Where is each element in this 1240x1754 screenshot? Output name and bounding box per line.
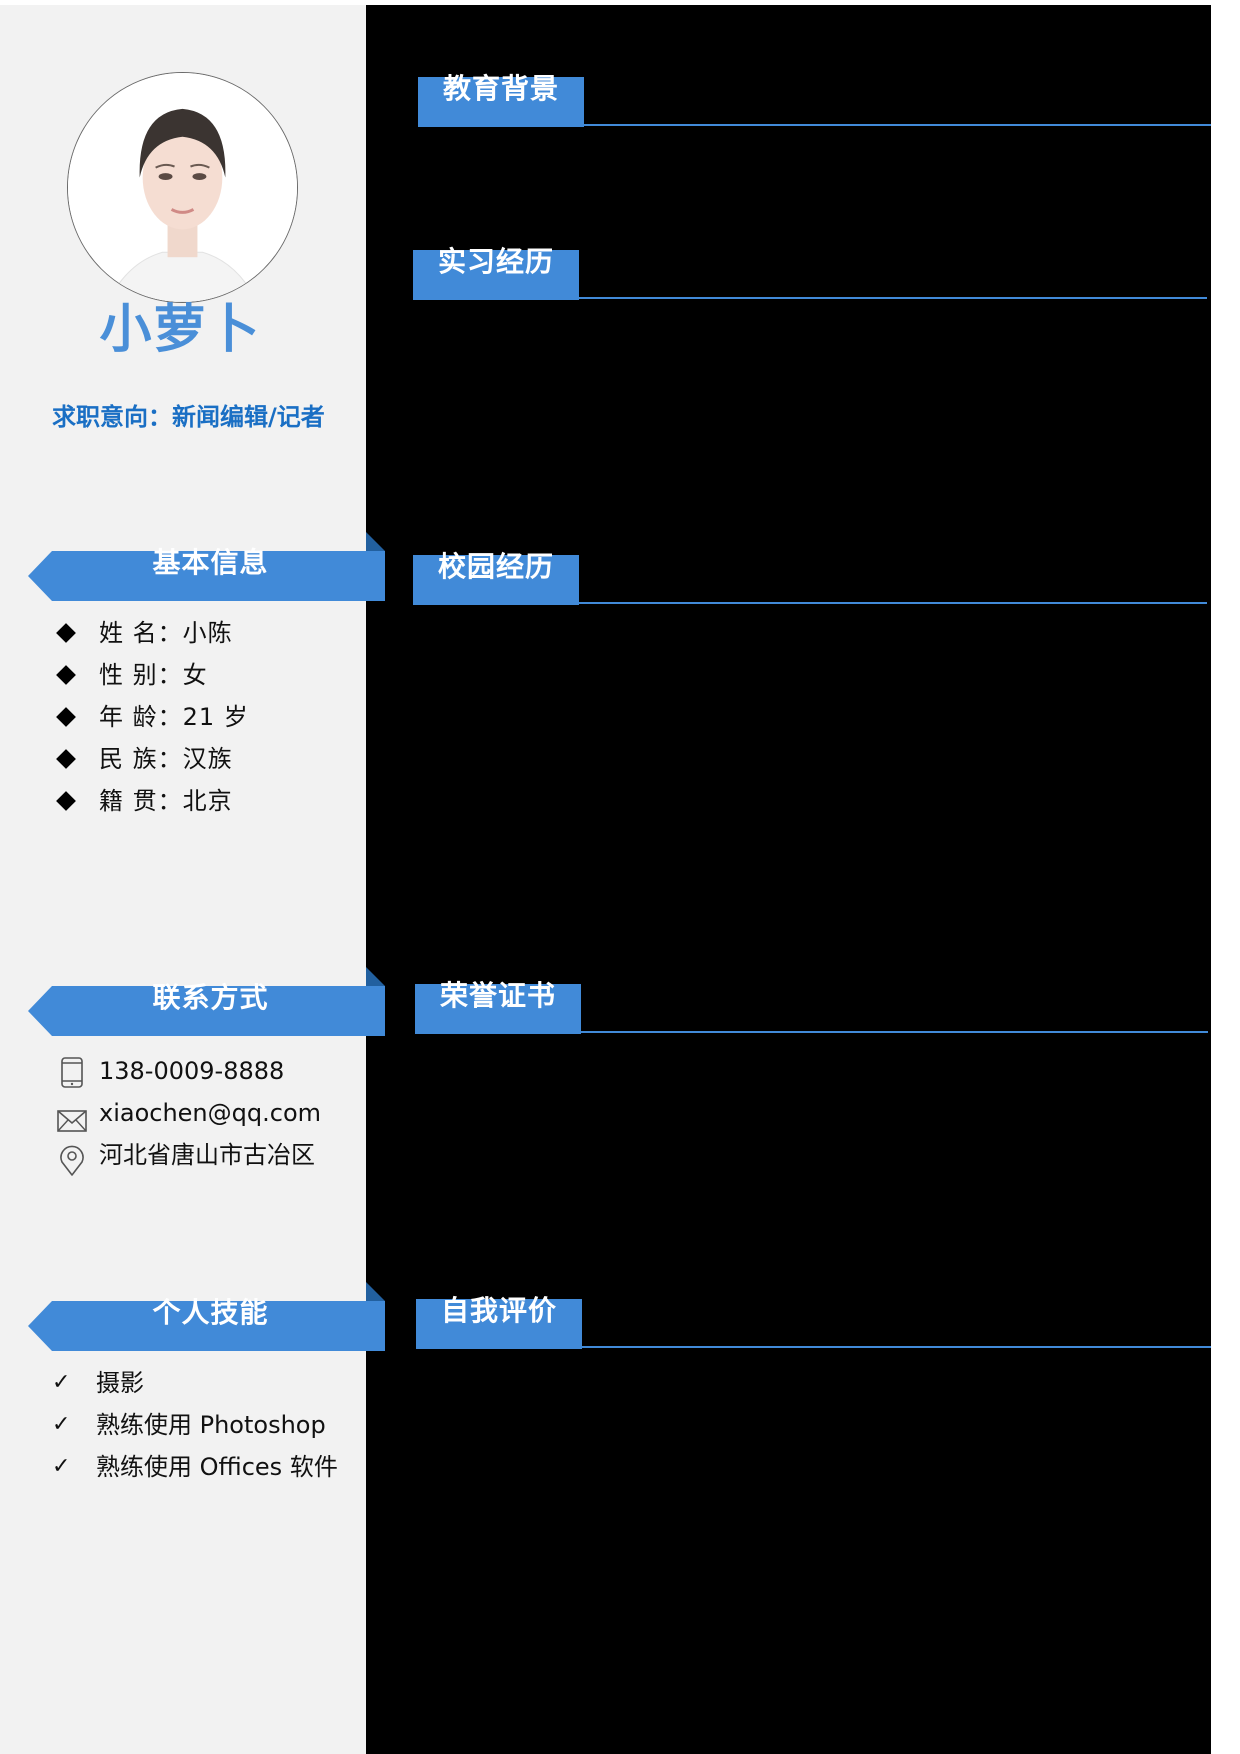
info-text: 籍 贯：北京	[99, 787, 233, 815]
section-divider	[579, 297, 1207, 299]
contact-heading: 联系方式	[28, 967, 385, 1036]
section-title: 实习经历	[437, 245, 554, 278]
phone-icon	[61, 1057, 83, 1088]
email-text: xiaochen@qq.com	[99, 1099, 321, 1127]
mail-icon	[57, 1110, 87, 1132]
section-title-box	[418, 77, 584, 127]
section-title: 荣誉证书	[439, 979, 556, 1012]
section-title: 校园经历	[437, 550, 554, 583]
section-divider	[581, 1031, 1208, 1033]
section-title: 教育背景	[442, 72, 559, 105]
info-text: 民 族：汉族	[99, 745, 233, 773]
skill-text: 熟练使用 Photoshop	[96, 1411, 326, 1439]
portrait-photo-icon	[68, 73, 297, 302]
skills-heading: 个人技能	[28, 1282, 385, 1351]
candidate-name: 小萝卜	[99, 300, 262, 360]
avatar	[67, 72, 298, 303]
skills-title: 个人技能	[152, 1296, 269, 1329]
ribbon-body	[28, 986, 385, 1036]
section-title: 自我评价	[440, 1294, 557, 1327]
section-title-box	[416, 1299, 582, 1349]
info-text: 年 龄：21 岁	[99, 703, 249, 731]
skill-text: 摄影	[96, 1369, 144, 1397]
check-icon: ✓	[52, 1370, 71, 1395]
section-divider	[584, 124, 1211, 126]
ribbon-body	[28, 551, 385, 601]
basic-info-heading: 基本信息	[28, 532, 385, 601]
check-icon: ✓	[52, 1454, 71, 1479]
basic-info-title: 基本信息	[152, 546, 269, 579]
contact-title: 联系方式	[152, 981, 269, 1014]
section-title-box	[415, 984, 581, 1034]
section-title-box	[413, 555, 579, 605]
job-intention: 求职意向：新闻编辑/记者	[52, 403, 325, 431]
section-divider	[579, 602, 1207, 604]
section-divider	[582, 1346, 1211, 1348]
check-icon: ✓	[52, 1412, 71, 1437]
location-pin-icon	[60, 1145, 84, 1176]
info-text: 姓 名：小陈	[99, 619, 233, 647]
phone-text: 138-0009-8888	[99, 1057, 285, 1085]
section-title-box	[413, 250, 579, 300]
info-text: 性 别：女	[99, 661, 208, 689]
address-text: 河北省唐山市古冶区	[99, 1141, 315, 1169]
skill-text: 熟练使用 Offices 软件	[96, 1453, 338, 1481]
ribbon-body	[28, 1301, 385, 1351]
